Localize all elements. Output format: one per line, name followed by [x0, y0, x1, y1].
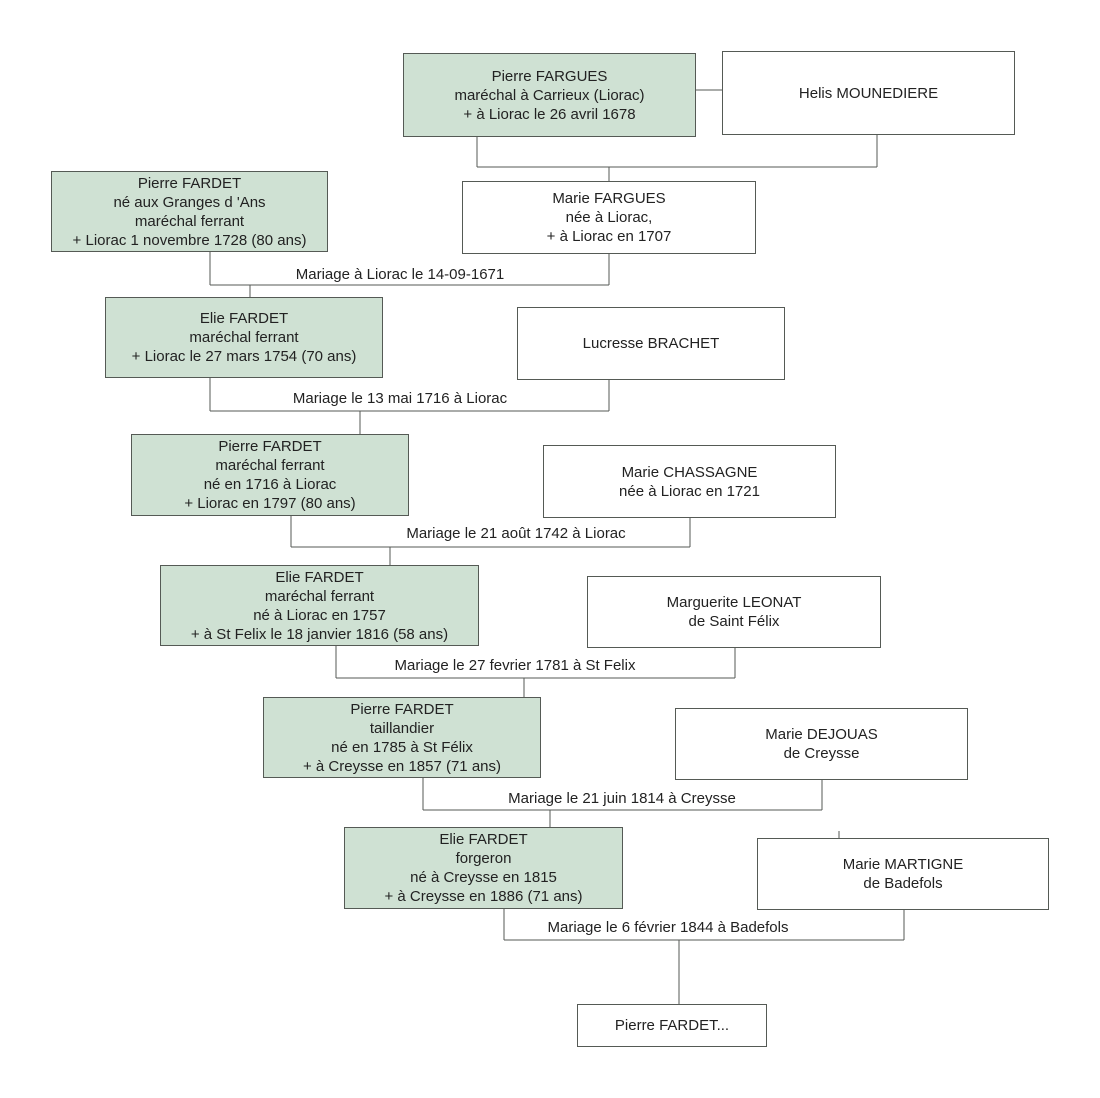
person-box-marie-martigne: Marie MARTIGNE de Badefols — [757, 838, 1049, 910]
person-detail: + à Liorac en 1707 — [546, 228, 672, 245]
person-detail: né en 1785 à St Félix — [331, 738, 473, 756]
person-detail: forgeron — [455, 850, 512, 867]
person-name: Elie FARDET — [199, 310, 289, 327]
person-detail: + Liorac le 27 mars 1754 (70 ans) — [131, 348, 357, 365]
person-detail: née à Liorac, — [565, 209, 653, 226]
person-name: Elie FARDET — [439, 831, 528, 848]
person-name: Marie CHASSAGNE — [621, 463, 758, 481]
person-detail: + à Creysse en 1886 (71 ans) — [384, 888, 583, 905]
person-detail: + à Creysse en 1857 (71 ans) — [302, 757, 502, 775]
person-detail: taillandier — [369, 719, 435, 737]
person-box-elie-fardet-1: Elie FARDET maréchal ferrant + Liorac le 2… — [105, 297, 383, 378]
person-name: Lucresse BRACHET — [582, 335, 720, 352]
marriage-label-3: Mariage le 21 août 1742 à Liorac — [404, 525, 628, 543]
person-detail: né en 1716 à Liorac — [203, 476, 337, 493]
person-detail: née à Liorac en 1721 — [619, 482, 760, 500]
person-detail: de Creysse — [783, 745, 860, 762]
person-detail: maréchal ferrant — [264, 587, 375, 605]
person-name: Helis MOUNEDIERE — [798, 84, 939, 102]
person-detail: de Saint Félix — [688, 613, 780, 630]
person-box-helis-mounediere: Helis MOUNEDIERE — [722, 51, 1015, 135]
person-detail: maréchal ferrant — [215, 457, 325, 474]
person-box-marie-dejouas: Marie DEJOUAS de Creysse — [675, 708, 968, 780]
person-detail: + Liorac en 1797 (80 ans) — [184, 495, 356, 512]
person-name: Marguerite LEONAT — [666, 594, 802, 611]
person-box-pierre-fardet-4: Pierre FARDET... — [577, 1004, 767, 1047]
person-box-elie-fardet-3: Elie FARDET forgeron né à Creysse en 1815 +… — [344, 827, 623, 909]
person-detail: + à Liorac le 26 avril 1678 — [463, 105, 636, 123]
person-name: Marie DEJOUAS — [765, 726, 878, 743]
person-detail: né à Liorac en 1757 — [253, 606, 386, 624]
marriage-label-1: Mariage à Liorac le 14-09-1671 — [293, 266, 507, 284]
person-detail: maréchal à Carrieux (Liorac) — [454, 86, 645, 104]
person-name: Elie FARDET — [275, 568, 364, 586]
person-name: Pierre FARDET — [137, 174, 242, 192]
person-detail: maréchal ferrant — [189, 329, 299, 346]
person-detail: né aux Granges d 'Ans — [113, 193, 266, 211]
marriage-label-6: Mariage le 6 février 1844 à Badefols — [545, 919, 791, 937]
person-name: Pierre FARDET — [350, 700, 454, 718]
person-detail: né à Creysse en 1815 — [410, 869, 557, 886]
person-detail: + Liorac 1 novembre 1728 (80 ans) — [72, 231, 307, 249]
person-detail: de Badefols — [863, 875, 943, 892]
person-detail: maréchal ferrant — [134, 212, 245, 230]
marriage-label-2: Mariage le 13 mai 1716 à Liorac — [290, 390, 510, 408]
person-name: Marie MARTIGNE — [842, 856, 964, 873]
person-box-marguerite-leonat: Marguerite LEONAT de Saint Félix — [587, 576, 881, 648]
person-name: Pierre FARGUES — [491, 67, 608, 85]
person-name: Pierre FARDET — [218, 438, 322, 455]
person-box-marie-fargues: Marie FARGUES née à Liorac, + à Liorac en … — [462, 181, 756, 254]
person-name: Marie FARGUES — [552, 190, 666, 207]
marriage-label-5: Mariage le 21 juin 1814 à Creysse — [506, 790, 738, 808]
person-box-pierre-fardet-2: Pierre FARDET maréchal ferrant né en 1716 … — [131, 434, 409, 516]
person-box-lucresse-brachet: Lucresse BRACHET — [517, 307, 785, 380]
person-detail: + à St Felix le 18 janvier 1816 (58 ans) — [190, 625, 449, 643]
person-name: Pierre FARDET... — [614, 1017, 730, 1034]
marriage-label-4: Mariage le 27 fevrier 1781 à St Felix — [392, 657, 638, 675]
